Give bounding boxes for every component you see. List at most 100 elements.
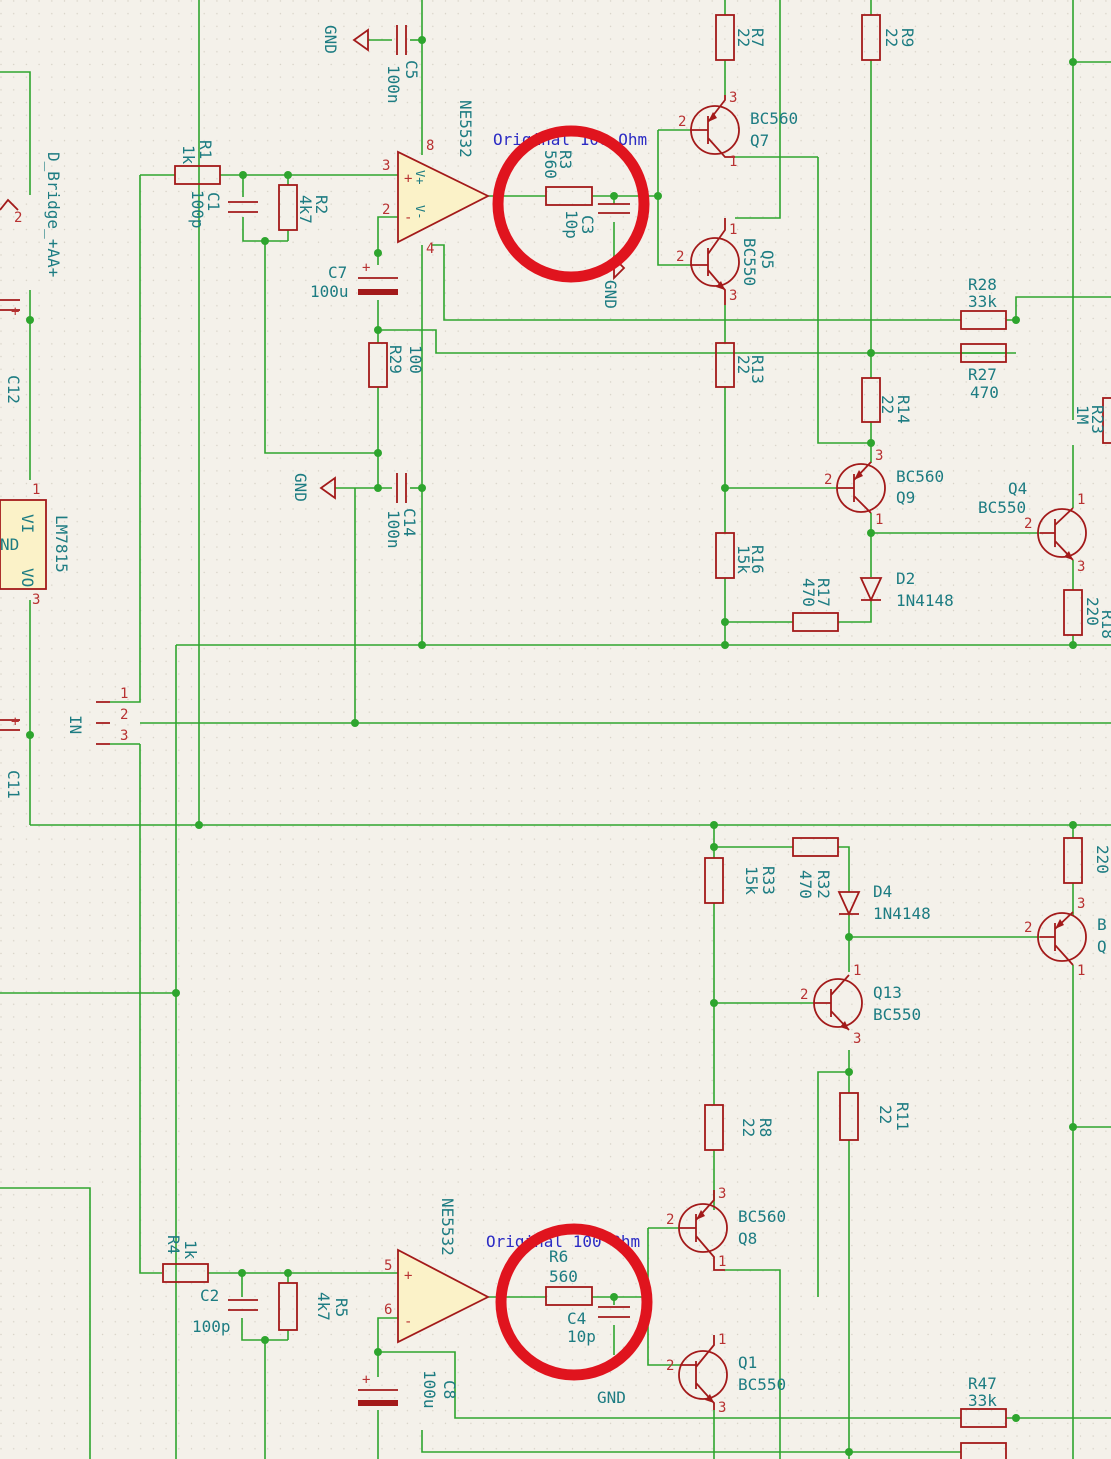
r3-resistor [545,186,593,206]
c11-symbol [0,719,20,731]
svg-text:22: 22 [734,355,753,374]
highlight-circle-top [492,125,650,283]
svg-text:100p: 100p [192,1317,231,1336]
svg-text:D4: D4 [873,882,892,901]
svg-text:22: 22 [876,1105,895,1124]
svg-text:R33: R33 [759,866,778,895]
svg-text:3: 3 [853,1031,861,1047]
r28-resistor [960,310,1007,330]
input-connector: 1 2 3 IN [66,686,128,745]
svg-text:BC550: BC550 [740,238,759,286]
svg-text:+: + [11,304,19,320]
r14-resistor [861,377,881,423]
svg-text:1k: 1k [179,145,198,165]
svg-text:C3: C3 [578,215,597,234]
svg-text:2: 2 [678,114,686,130]
svg-text:2: 2 [824,472,832,488]
svg-text:R23: R23 [1088,405,1107,434]
svg-text:Q8: Q8 [738,1229,757,1248]
svg-text:BC550: BC550 [978,498,1026,517]
svg-text:-: - [404,210,412,226]
svg-text:2: 2 [1024,516,1032,532]
svg-text:3: 3 [718,1400,726,1416]
svg-text:1: 1 [875,512,883,528]
svg-text:33k: 33k [968,1391,997,1410]
svg-text:R8: R8 [756,1118,775,1137]
r11-resistor [839,1092,859,1141]
svg-text:R6: R6 [549,1247,568,1266]
r23-resistor [1102,397,1111,444]
svg-text:1: 1 [853,963,861,979]
d4-diode [837,891,861,917]
svg-text:R28: R28 [968,275,997,294]
lm7815-label: LM7815 [52,515,71,573]
svg-text:220: 220 [1093,845,1111,874]
svg-text:1: 1 [718,1332,726,1348]
svg-text:22: 22 [882,28,901,47]
svg-text:BC550: BC550 [873,1005,921,1024]
svg-text:GND: GND [321,25,340,54]
r9-resistor [861,14,881,61]
c4-capacitor [598,1306,630,1318]
svg-text:22: 22 [734,28,753,47]
r16-resistor [715,532,735,579]
svg-text:R29: R29 [386,345,405,374]
svg-text:Q13: Q13 [873,983,902,1002]
svg-text:560: 560 [549,1267,578,1286]
svg-text:R5: R5 [332,1298,351,1317]
svg-text:GND: GND [601,280,620,309]
q4-transistor [1037,507,1087,561]
svg-text:560: 560 [541,150,560,179]
r17-resistor [792,612,839,632]
r5-resistor [278,1282,298,1331]
top-amplifier: R1 1k C1 100p R2 4k7 C5 100n GND + - 3 2… [174,25,650,549]
svg-text:1: 1 [1077,492,1085,508]
svg-text:100n: 100n [384,510,403,549]
svg-text:3: 3 [1077,559,1085,575]
svg-text:BC560: BC560 [738,1207,786,1226]
c12-label: C12 [4,375,23,404]
in-label: IN [66,715,85,734]
lm7815-regulator [0,499,47,590]
svg-text:+: + [404,171,412,187]
svg-text:C14: C14 [400,508,419,537]
svg-text:V+: V+ [413,170,427,184]
svg-text:C4: C4 [567,1309,586,1328]
svg-text:BC560: BC560 [750,109,798,128]
r47-resistor [960,1408,1007,1428]
svg-text:Q5: Q5 [758,250,777,269]
opamp-u1-label: NE5532 [456,100,475,158]
svg-text:10p: 10p [567,1327,596,1346]
bridge-label: D_Bridge_+AA+ [44,152,63,277]
c5-capacitor [396,25,407,55]
svg-text:3: 3 [875,448,883,464]
svg-text:+: + [362,1372,370,1388]
svg-text:C5: C5 [402,60,421,79]
svg-text:33k: 33k [968,292,997,311]
r6-resistor [545,1286,593,1306]
svg-text:10p: 10p [562,210,581,239]
svg-text:470: 470 [970,383,999,402]
svg-text:100p: 100p [188,190,207,229]
svg-text:R18: R18 [1098,610,1111,639]
q9-transistor [836,461,886,514]
svg-text:+: + [404,1268,412,1284]
svg-text:Q4: Q4 [1008,479,1027,498]
svg-text:2: 2 [14,210,22,226]
svg-text:1: 1 [729,154,737,170]
c11-label: C11 [4,770,23,799]
svg-text:VI: VI [18,514,37,533]
svg-text:1: 1 [1077,963,1085,979]
svg-text:1: 1 [718,1254,726,1270]
svg-text:+: + [362,260,370,276]
c12-symbol [0,299,20,311]
svg-text:2: 2 [1024,920,1032,936]
svg-text:1M: 1M [1073,405,1092,424]
svg-text:R17: R17 [814,578,833,607]
svg-text:2: 2 [800,987,808,1003]
svg-text:R1: R1 [196,140,215,159]
svg-text:BC550: BC550 [738,1375,786,1394]
svg-text:D2: D2 [896,569,915,588]
svg-text:Q1: Q1 [738,1353,757,1372]
svg-text:100n: 100n [384,65,403,104]
